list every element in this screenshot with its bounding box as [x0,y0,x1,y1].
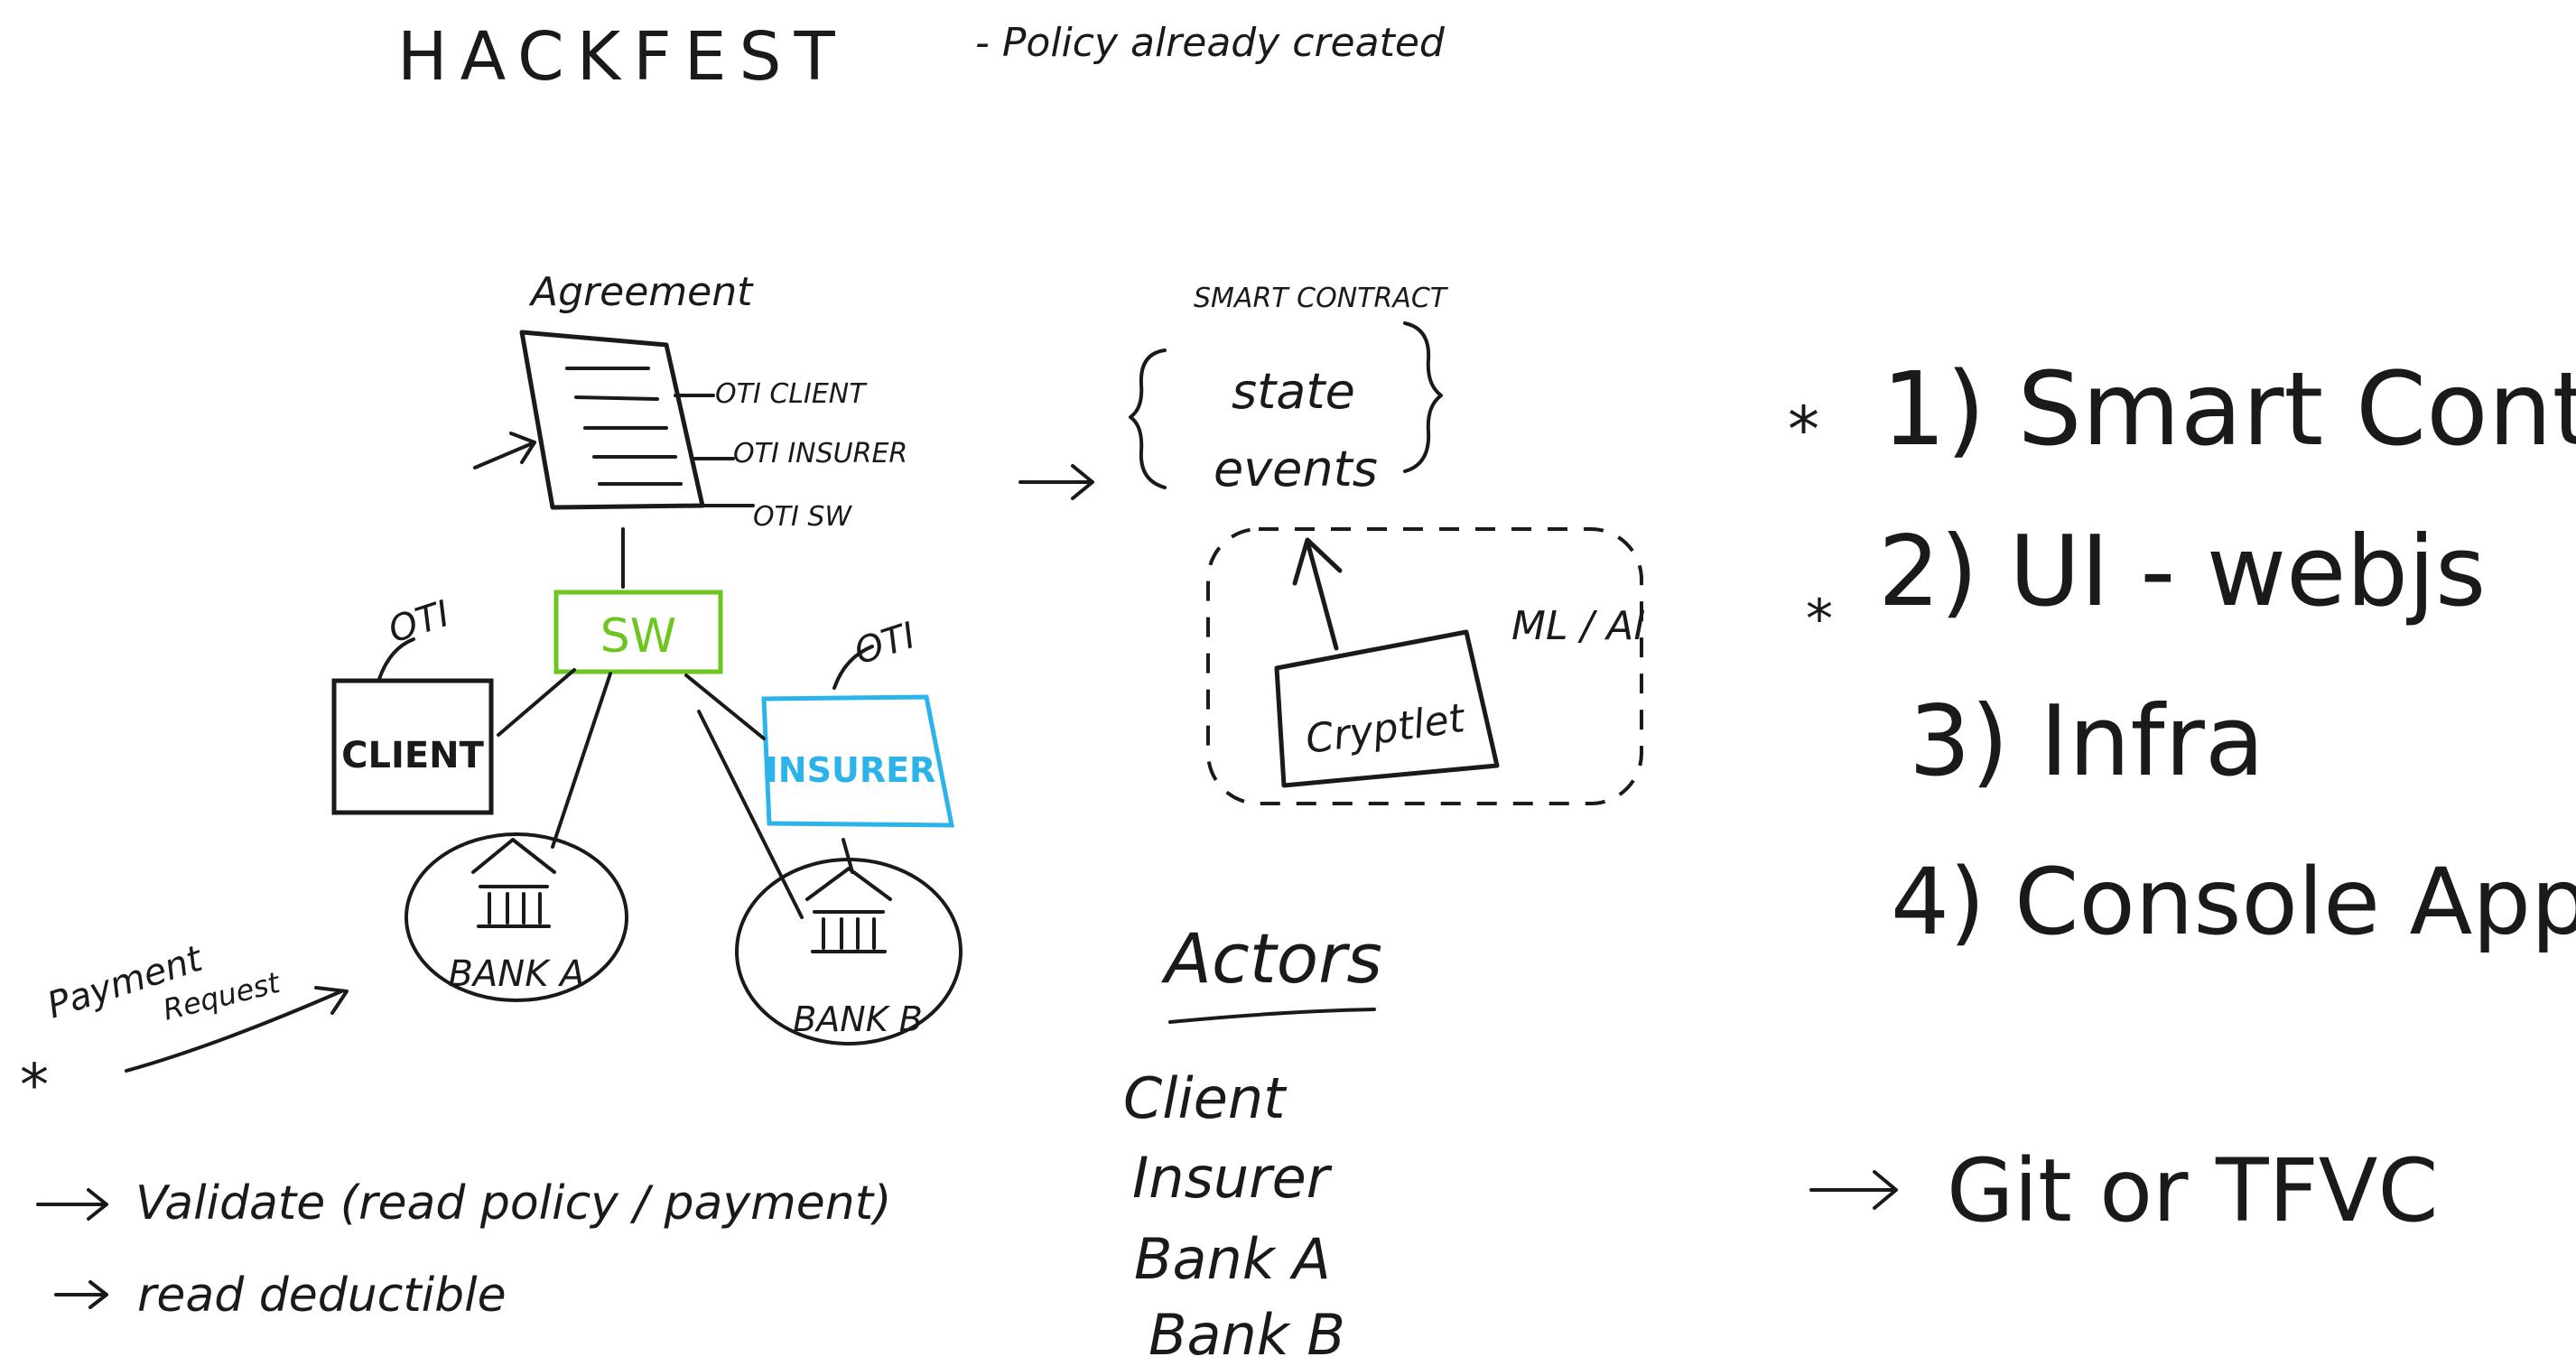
plan-item: 2) UI - webjs [1878,516,2486,628]
cryptlet-label: Cryptlet [1303,695,1469,763]
plan-star: * [1806,588,1833,651]
actor-item: Bank B [1149,1302,1345,1366]
sw-to-bank-b-line [697,710,804,919]
payment-underline-arrow [125,986,349,1073]
bank-b-icon [805,867,892,953]
oti-client-label: OTI CLIENT [715,378,868,410]
page-title: HACKFEST [397,18,848,96]
insurer-oti-label: OTI [850,615,921,674]
deductible-arrow [54,1280,108,1309]
oti-sw-label: OTI SW [753,501,852,533]
bank-b-label: BANK B [793,999,923,1039]
validate-text: Validate (read policy / payment) [135,1176,891,1231]
right-brace [1403,321,1443,473]
insurer-oti-connector [832,645,874,690]
oti-insurer-label: OTI INSURER [733,438,907,469]
actor-item: Bank A [1134,1226,1331,1292]
validate-arrow [36,1188,108,1221]
actor-item: Insurer [1132,1145,1333,1211]
client-oti-label: OTI [384,593,455,652]
sw-to-bank-a-line [551,672,612,849]
events-label: events [1214,441,1378,497]
insurer-label: INSURER [766,750,936,790]
plan-item: 3) Infra [1909,685,2264,798]
plan-item: 1) Smart Contracts [1882,351,2576,469]
cryptlet-dashed-region [1206,527,1643,805]
sw-label: SW [600,609,676,664]
sw-to-insurer-line [684,674,766,740]
bank-a-label: BANK A [448,953,584,995]
insurer-box [761,694,955,828]
agreement-document [519,330,705,510]
plan-item: 4) Console App [1891,849,2576,956]
sw-to-client-line [497,668,576,737]
sw-box [553,590,723,674]
arrow-to-smart-contract [1018,464,1094,500]
left-brace [1129,348,1167,489]
client-label: CLIENT [341,735,485,776]
actors-title: Actors [1160,918,1382,999]
header-note: - Policy already created [975,20,1446,66]
client-oti-connector [377,637,415,681]
git-label: Git or TFVC [1947,1140,2439,1241]
arrow-into-agreement [473,432,536,469]
insurer-to-bank-b-line [842,838,854,874]
client-box [331,678,494,815]
actors-underline [1168,1008,1376,1024]
deductible-text: read deductible [137,1268,507,1323]
git-arrow [1809,1170,1898,1210]
cryptlet-up-arrow [1292,537,1343,651]
actor-item: Client [1123,1065,1288,1131]
bank-a-icon [471,838,556,928]
bank-a-circle [405,832,628,1002]
smart-contract-label: SMART CONTRACT [1194,283,1449,314]
state-label: state [1232,363,1355,420]
payment-star: * [20,1053,49,1120]
plan-star: * [1788,393,1819,467]
cryptlet-box [1274,629,1500,788]
agreement-text-lines [565,367,683,486]
agreement-label: Agreement [528,269,754,315]
ml-ai-label: ML / AI [1511,603,1645,649]
